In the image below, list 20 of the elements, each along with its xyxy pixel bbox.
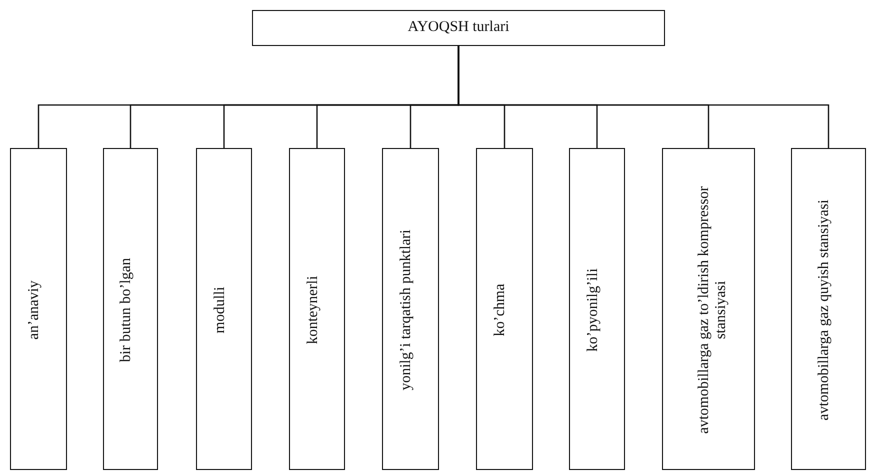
category-box	[791, 148, 866, 470]
category-box	[103, 148, 158, 470]
category-box	[10, 148, 67, 470]
node-label: an’anaviy	[26, 279, 43, 342]
node-label: yonilg’i tarqatish punktlari	[398, 228, 415, 392]
node-label: bir butun bo’lgan	[118, 256, 135, 364]
category-box	[382, 148, 439, 470]
category-box	[289, 148, 345, 470]
category-box	[196, 148, 252, 470]
node-label: modulli	[212, 286, 228, 336]
node-label: ko’chma	[492, 282, 509, 338]
title-box	[252, 10, 665, 46]
node-label: konteynerli	[304, 274, 322, 346]
category-box	[569, 148, 625, 470]
category-box	[662, 148, 755, 470]
node-label: avtomobillarga gaz quyish stansiyasi	[816, 198, 833, 422]
node-label: AYOQSH turlari	[406, 19, 510, 36]
node-label: ko’pyonilg’ili	[584, 267, 602, 354]
category-box	[476, 148, 533, 470]
node-label: avtomobillarga gaz to’ldirish kompressor stansiyasi	[696, 185, 730, 436]
